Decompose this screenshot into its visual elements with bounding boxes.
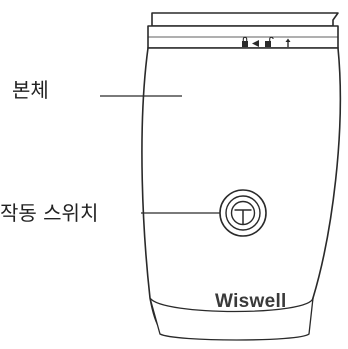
switch-label: 작동 스위치	[0, 201, 99, 225]
body-label: 본체	[12, 78, 49, 102]
base	[149, 297, 314, 341]
lock-icon	[242, 36, 248, 47]
operation-switch	[219, 189, 267, 237]
arrow-up-icon	[285, 38, 291, 47]
unlock-icon	[265, 36, 274, 47]
lid	[147, 12, 339, 49]
brand-logo: Wiswell	[215, 291, 287, 312]
arrow-left-icon	[252, 40, 259, 47]
